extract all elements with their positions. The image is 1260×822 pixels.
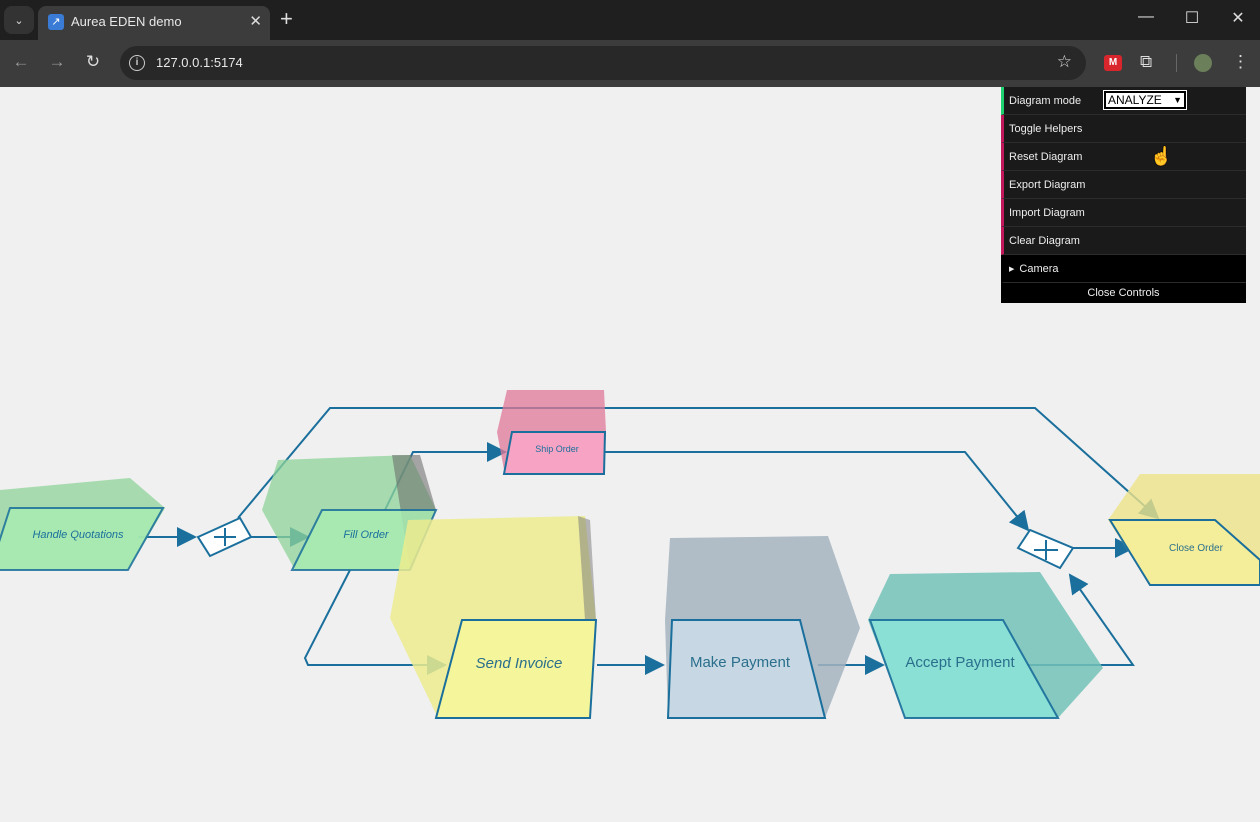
task-ship-order[interactable]: Ship Order [497,390,607,475]
task-make-payment[interactable]: Make Payment [665,536,860,719]
new-tab-icon[interactable]: + [280,6,293,31]
export-diagram-button[interactable]: Export Diagram [1001,171,1246,199]
maximize-icon[interactable]: ☐ [1184,10,1200,27]
url-text: 127.0.0.1:5174 [156,55,243,70]
diagram-mode-label: Diagram mode [1009,94,1082,107]
task-label: Fill Order [343,529,390,541]
reload-icon[interactable]: ↻ [85,52,101,71]
extensions-puzzle-icon[interactable]: ⧉ [1140,52,1153,71]
task-label: Ship Order [535,444,579,454]
site-info-icon[interactable]: i [129,55,145,71]
back-icon[interactable]: ← [12,52,30,71]
reset-diagram-button[interactable]: Reset Diagram [1001,143,1246,171]
camera-folder-label: Camera [1019,262,1059,275]
tab-close-icon[interactable]: ✕ [249,13,262,30]
browser-title-bar: ⌄ ↗ Aurea EDEN demo ✕ + — ☐ ✕ [0,0,1260,40]
tab-favicon-icon: ↗ [48,14,64,30]
task-fill-order[interactable]: Fill Order [262,455,438,571]
parallel-gateway[interactable] [196,516,253,558]
clear-diagram-button[interactable]: Clear Diagram [1001,227,1246,255]
toolbar-divider [1176,54,1177,72]
task-handle-quotations[interactable]: Handle Quotations [0,478,165,571]
reset-diagram-label: Reset Diagram [1009,150,1083,163]
address-bar[interactable]: i 127.0.0.1:5174 ☆ [120,46,1086,80]
tab-search-button[interactable]: ⌄ [4,6,34,34]
camera-folder[interactable]: ▶ Camera [1001,255,1246,283]
chevron-down-icon: ▼ [1173,95,1182,105]
profile-avatar[interactable] [1194,54,1212,72]
forward-icon[interactable]: → [48,52,66,71]
task-label: Make Payment [690,654,791,671]
extension-icon[interactable]: M [1104,55,1122,71]
diagram-mode-select[interactable]: ANALYZE ▼ [1103,90,1187,110]
task-close-order[interactable]: Close Order [1108,474,1260,586]
diagram-mode-row: Diagram mode ANALYZE ▼ [1001,87,1246,115]
export-diagram-label: Export Diagram [1009,178,1086,191]
diagram-mode-value: ANALYZE [1108,93,1162,107]
triangle-right-icon: ▶ [1009,265,1015,273]
import-diagram-button[interactable]: Import Diagram [1001,199,1246,227]
task-label: Send Invoice [476,655,563,672]
task-label: Handle Quotations [32,529,124,541]
process-diagram: Handle Quotations Fill Order Ship Order … [0,390,1260,719]
parallel-gateway-join[interactable] [1016,528,1075,570]
import-diagram-label: Import Diagram [1009,206,1085,219]
task-label: Accept Payment [905,654,1015,671]
browser-menu-icon[interactable]: ⋮ [1232,52,1249,71]
tab-title: Aurea EDEN demo [71,14,182,29]
task-label: Close Order [1169,543,1224,554]
close-controls-button[interactable]: Close Controls [1001,283,1246,303]
bookmark-star-icon[interactable]: ☆ [1056,52,1072,71]
minimize-icon[interactable]: — [1138,8,1154,25]
clear-diagram-label: Clear Diagram [1009,234,1080,247]
window-close-icon[interactable]: ✕ [1231,10,1245,27]
browser-toolbar: ← → ↻ i 127.0.0.1:5174 ☆ M ⧉ ⋮ [0,40,1260,87]
hand-cursor-icon: ☝ [1150,146,1173,166]
browser-tab[interactable]: ↗ Aurea EDEN demo ✕ [38,6,270,40]
task-send-invoice[interactable]: Send Invoice [390,516,598,719]
toggle-helpers-label: Toggle Helpers [1009,122,1083,135]
controls-panel: Diagram mode ANALYZE ▼ Toggle Helpers Re… [1001,87,1246,303]
task-accept-payment[interactable]: Accept Payment [868,572,1103,719]
toggle-helpers-button[interactable]: Toggle Helpers [1001,115,1246,143]
